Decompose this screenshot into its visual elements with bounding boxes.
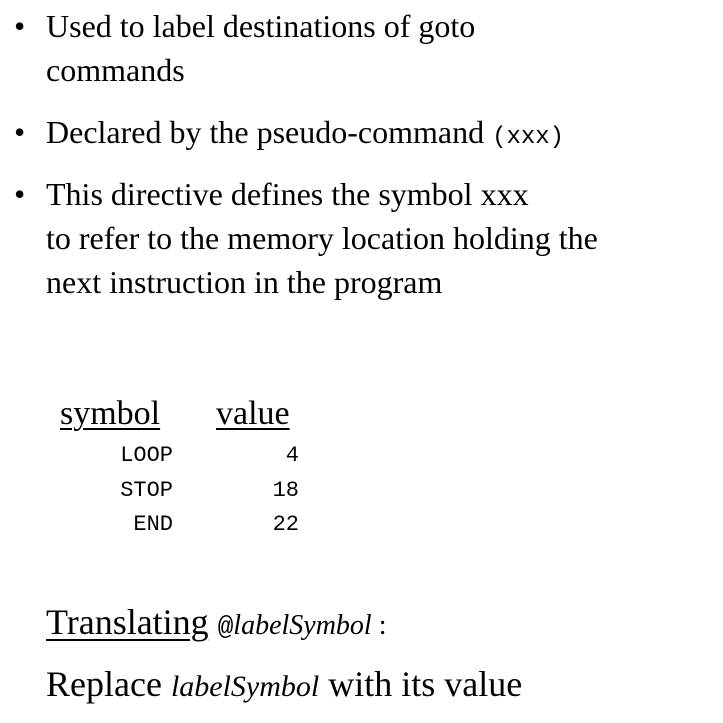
bullet-line: to refer to the memory location holding … (46, 220, 598, 256)
bullet-text: Used to label destinations of goto comma… (46, 4, 706, 92)
translating-label: Translating (46, 602, 209, 642)
bullet-line: Declared by the pseudo-command (xxx) (46, 110, 706, 160)
label-symbol: labelSymbol (233, 610, 372, 641)
bullet-text: This directive defines the symbol xxx to… (46, 172, 706, 304)
pseudo-command-code: (xxx) (492, 124, 565, 151)
symbol-cell: END (133, 512, 173, 537)
symbol-header: symbol (60, 395, 161, 432)
bullet-line: Used to label destinations of goto (46, 8, 476, 44)
value-cell: 18 (272, 478, 299, 503)
replace-symbol: labelSymbol (170, 670, 320, 703)
symbol-cell: LOOP (120, 443, 173, 468)
label-symbol-code: @labelSymbol (217, 610, 372, 642)
translating-heading: Translating @labelSymbol : (46, 600, 387, 649)
at-sign: @ (217, 612, 234, 642)
bullet-dot-icon: • (14, 176, 26, 212)
value-header: value (216, 395, 290, 432)
bullet-line: This directive defines the symbol xxx (46, 176, 529, 212)
value-cell: 22 (272, 512, 299, 537)
bullet-text: Declared by the pseudo-command (xxx) (46, 110, 706, 160)
replace-prefix: Replace (46, 664, 171, 704)
replace-suffix: with its value (319, 664, 523, 704)
replace-instruction: Replace labelSymbol with its value (46, 662, 522, 709)
colon: : (371, 610, 387, 641)
value-cell: 4 (285, 443, 299, 468)
bullet-line: next instruction in the program (46, 264, 443, 300)
bullet-dot-icon: • (14, 114, 26, 150)
bullet-prefix: Declared by the pseudo-command (46, 114, 493, 150)
symbol-cell: STOP (120, 478, 173, 503)
bullet-dot-icon: • (14, 8, 26, 44)
bullet-line: commands (46, 52, 185, 88)
